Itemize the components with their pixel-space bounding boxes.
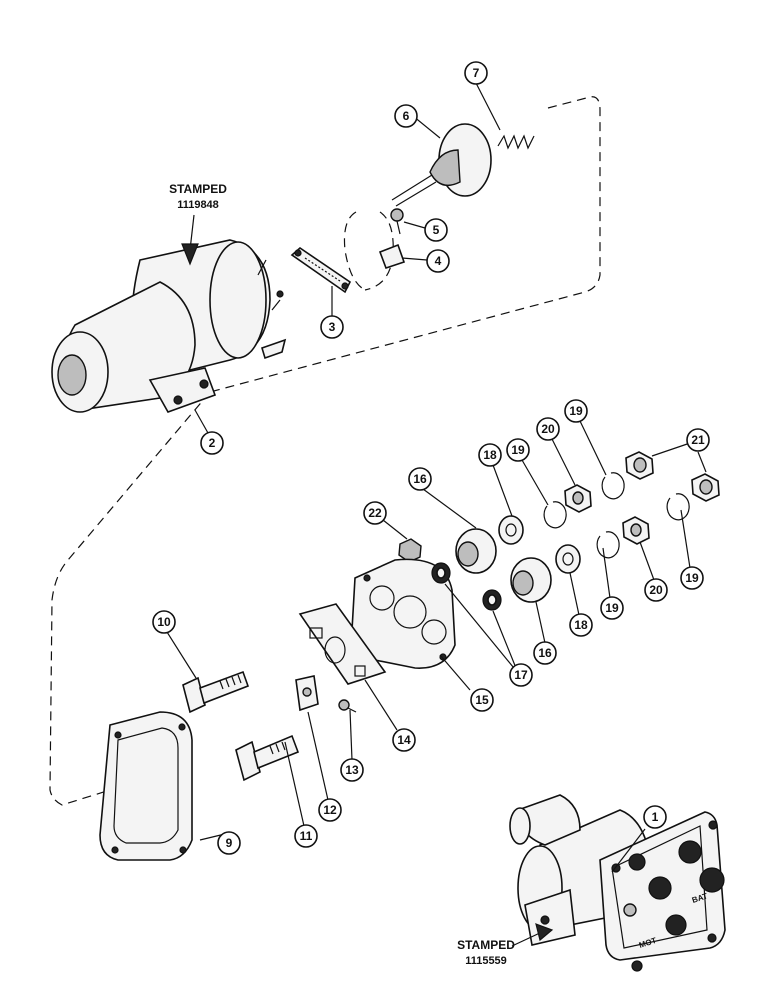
svg-text:5: 5 (433, 223, 440, 237)
svg-text:17: 17 (514, 668, 528, 682)
svg-text:14: 14 (397, 733, 411, 747)
callout-6: 6 (394, 104, 418, 128)
svg-text:19: 19 (685, 571, 699, 585)
svg-text:20: 20 (541, 422, 555, 436)
callout-16-lower: 16 (533, 641, 557, 665)
return-spring (497, 134, 535, 150)
svg-text:19: 19 (605, 601, 619, 615)
callout-18-upper: 18 (478, 443, 502, 467)
svg-text:11: 11 (300, 829, 313, 843)
stamp-upper: STAMPED 1119848 (169, 182, 227, 266)
terminal-bolt-lower (235, 734, 300, 782)
svg-text:3: 3 (329, 320, 336, 334)
svg-text:18: 18 (574, 618, 588, 632)
svg-text:13: 13 (345, 763, 359, 777)
svg-text:12: 12 (323, 803, 337, 817)
callout-19-c: 19 (600, 596, 624, 620)
terminal-block (295, 675, 319, 712)
insulator-plate (298, 603, 387, 685)
svg-text:6: 6 (403, 109, 410, 123)
svg-text:20: 20 (649, 583, 663, 597)
svg-text:19: 19 (511, 443, 525, 457)
svg-text:16: 16 (413, 472, 427, 486)
callout-21: 21 (686, 428, 710, 452)
svg-text:16: 16 (538, 646, 552, 660)
svg-text:19: 19 (569, 404, 583, 418)
svg-text:10: 10 (157, 615, 171, 629)
plunger-disc (391, 123, 492, 207)
stamp-upper-label: STAMPED (169, 182, 227, 196)
callout-16-upper: 16 (408, 467, 432, 491)
stamp-lower: STAMPED 1115559 (457, 923, 554, 967)
small-nut (398, 538, 422, 563)
callout-18-lower: 18 (569, 613, 593, 637)
callout-20-upper: 20 (536, 417, 560, 441)
callout-12: 12 (318, 798, 342, 822)
solenoid-assembly-lower: BAT MOT (509, 794, 726, 972)
callout-11: 11 (294, 824, 318, 848)
svg-text:15: 15 (475, 693, 489, 707)
callout-15: 15 (470, 688, 494, 712)
svg-text:18: 18 (483, 448, 497, 462)
callout-1: 1 (643, 805, 667, 829)
callout-14: 14 (392, 728, 416, 752)
callout-5: 5 (424, 218, 448, 242)
callout-19-a: 19 (506, 438, 530, 462)
retaining-clip (378, 243, 406, 270)
svg-text:22: 22 (368, 506, 382, 520)
svg-text:21: 21 (691, 433, 705, 447)
callout-2: 2 (200, 431, 224, 455)
svg-text:2: 2 (209, 436, 216, 450)
callout-22: 22 (363, 501, 387, 525)
callout-10: 10 (152, 610, 176, 634)
base-gasket (99, 711, 193, 861)
callout-20-lower: 20 (644, 578, 668, 602)
callout-3: 3 (320, 315, 344, 339)
callout-leaders (166, 82, 707, 873)
contact-strap (290, 246, 352, 294)
terminal-bolt-upper (182, 670, 250, 714)
svg-text:1: 1 (652, 810, 659, 824)
svg-text:7: 7 (473, 66, 480, 80)
callout-9: 9 (217, 831, 241, 855)
screw-small (390, 208, 404, 235)
callout-17: 17 (509, 663, 533, 687)
callout-7: 7 (464, 61, 488, 85)
screw-terminal (338, 699, 357, 713)
callout-19-b: 19 (564, 399, 588, 423)
svg-text:4: 4 (435, 254, 442, 268)
solenoid-body-upper (51, 239, 287, 413)
svg-text:9: 9 (226, 836, 233, 850)
callout-4: 4 (426, 249, 450, 273)
terminal-hardware (431, 451, 720, 611)
stamp-upper-number: 1119848 (177, 199, 219, 211)
stamp-lower-label: STAMPED (457, 938, 515, 952)
stamp-lower-number: 1115559 (465, 955, 507, 967)
callout-19-d: 19 (680, 566, 704, 590)
callout-13: 13 (340, 758, 364, 782)
